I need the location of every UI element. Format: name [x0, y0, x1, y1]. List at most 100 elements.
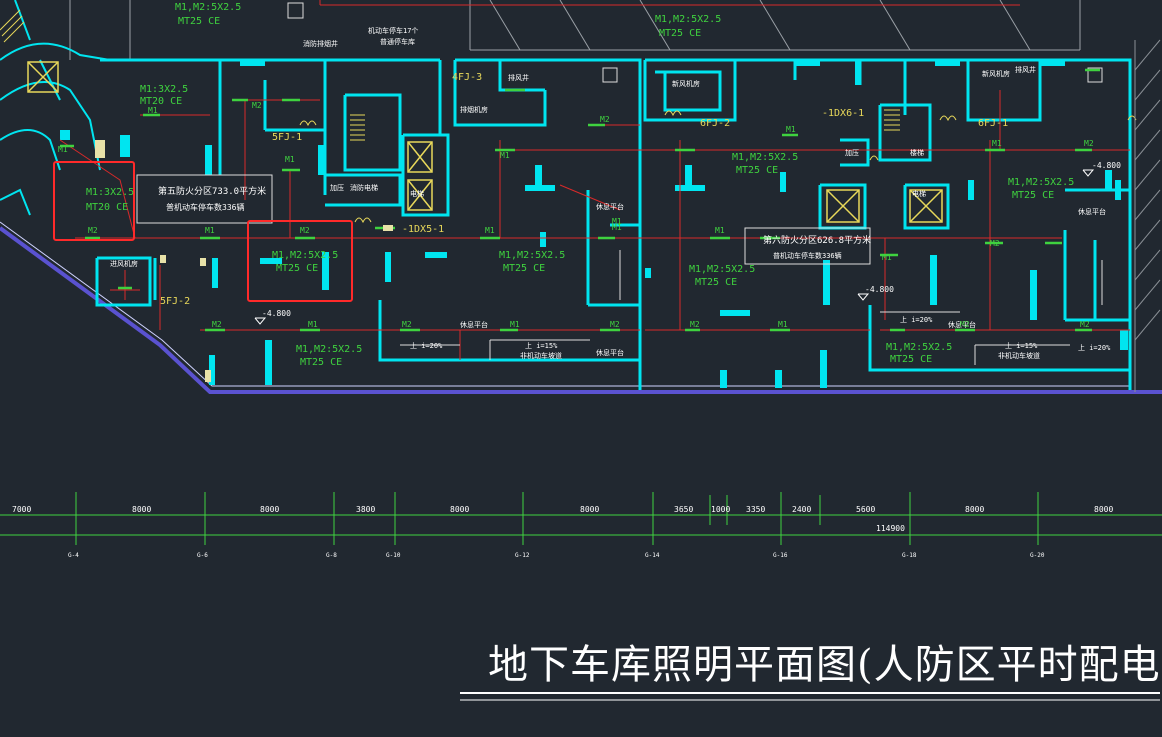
- circuit-tag-m1: M1: [285, 155, 295, 164]
- highlight-box-1: [53, 161, 135, 241]
- info-box-zone6-line2: 普机动车停车数336辆: [773, 251, 842, 260]
- room-label: 上 i=15%: [525, 341, 558, 350]
- light-fixtures: [60, 68, 1100, 332]
- room-label: 非机动车坡道: [998, 351, 1040, 360]
- circuit-tag-m1: M1: [205, 226, 215, 235]
- circuit-tags: M1 M2 M1 M1 M2 M1 M2 M1 M1 M1 M2 M2 M1 M…: [58, 101, 1094, 329]
- dimension-label: 8000: [132, 505, 151, 514]
- room-label: 电梯: [912, 189, 926, 198]
- room-label: 非机动车坡道: [520, 351, 562, 360]
- room-label: 楼梯: [910, 148, 924, 157]
- dimension-label: 8000: [450, 505, 469, 514]
- yellow-fixture-small: [383, 225, 393, 231]
- dimension-label: 3650: [674, 505, 693, 514]
- circuit-tag-m1: M1: [992, 139, 1002, 148]
- cable-label: M1,M2:5X2.5: [689, 264, 755, 275]
- axis-label: G-4: [68, 552, 79, 559]
- highlight-box-2: [247, 220, 353, 302]
- room-label: 排烟机房: [460, 105, 488, 114]
- circuit-tag-m2: M2: [690, 320, 700, 329]
- axis-label: G-10: [386, 552, 401, 559]
- circuit-tag-m2: M2: [212, 320, 222, 329]
- dimension-label: 8000: [1094, 505, 1113, 514]
- cable-label: M1,M2:5X2.5: [272, 250, 338, 261]
- room-label: 排风井: [508, 73, 529, 82]
- room-label: 排风井: [1015, 65, 1036, 74]
- circuit-tag-m1: M1: [148, 106, 158, 115]
- circuit-tag-m2: M2: [960, 320, 970, 329]
- boundary-inner-line: [0, 221, 1130, 387]
- equipment-label: 5FJ-2: [160, 296, 190, 307]
- circuit-tag-m2: M2: [1084, 139, 1094, 148]
- circuit-tag-m2: M2: [600, 115, 610, 124]
- axis-labels: G-4 G-6 G-8 G-10 G-12 G-14 G-16 G-18 G-2…: [68, 552, 1045, 559]
- circuit-tag-m1: M1: [612, 223, 622, 232]
- elevator-symbols: [27, 61, 943, 223]
- room-label: 上 i=15%: [1005, 341, 1038, 350]
- room-label: 上 i=20%: [410, 341, 443, 350]
- room-label: 休息平台: [1078, 207, 1106, 216]
- dimension-label: 3800: [356, 505, 375, 514]
- dimension-label: 1000: [711, 505, 730, 514]
- room-label: 新风机房: [672, 79, 700, 88]
- elevation-label: -4.800: [1092, 161, 1121, 170]
- info-box-zone6-line1: 第六防火分区626.8平方米: [763, 234, 871, 246]
- room-label: 休息平台: [948, 320, 976, 329]
- equipment-labels: 4FJ-3 5FJ-1 5FJ-2 6FJ-2 6FJ-1 -1DX5-1 -1…: [160, 72, 1008, 307]
- circuit-tag-m1: M1: [58, 145, 68, 154]
- top-structure: [69, 0, 1103, 83]
- elevation-triangles: [254, 169, 1095, 325]
- ramp-dividers: [400, 250, 1103, 365]
- elevation-label: -4.800: [865, 285, 894, 294]
- cable-label: MT25 CE: [659, 28, 701, 39]
- room-labels: 排烟机房 进风机房 新风机房 排风井 新风机房 排风井 加压 消防电梯 电梯 电…: [110, 65, 1111, 360]
- circuit-tag-m2: M2: [252, 101, 262, 110]
- circuit-tag-m1: M1: [882, 253, 892, 262]
- cable-label: MT25 CE: [178, 16, 220, 27]
- room-label: 进风机房: [110, 259, 138, 268]
- axis-label: G-6: [197, 552, 208, 559]
- equipment-label: -1DX6-1: [822, 108, 864, 119]
- equipment-label: -1DX5-1: [402, 224, 444, 235]
- axis-label: G-20: [1030, 552, 1045, 559]
- room-label: 加压: [845, 148, 859, 157]
- hatched-wall: [1134, 39, 1161, 392]
- circuit-tag-m1: M1: [612, 217, 622, 226]
- equipment-label: 6FJ-2: [700, 118, 730, 129]
- top-red-lines: [319, 0, 1020, 6]
- drawing-title: 地下车库照明平面图(人防区平时配电): [488, 642, 1162, 688]
- circuit-tag-m1: M1: [308, 320, 318, 329]
- cable-label: MT25 CE: [1012, 190, 1054, 201]
- axis-label: G-14: [645, 552, 660, 559]
- room-label: 休息平台: [460, 320, 488, 329]
- title-underline: [460, 692, 1160, 701]
- dimension-texts: 7000 8000 8000 3800 8000 8000 3650 1000 …: [12, 505, 1113, 533]
- circuit-tag-m2: M2: [300, 226, 310, 235]
- info-box-zone5-line2: 普机动车停车数336辆: [166, 202, 244, 212]
- columns: [60, 60, 1128, 388]
- room-label: 休息平台: [596, 202, 624, 211]
- dimension-label: 8000: [580, 505, 599, 514]
- cable-label: M1,M2:5X2.5: [1008, 177, 1074, 188]
- equipment-label: 6FJ-1: [978, 118, 1008, 129]
- room-label: 电梯: [410, 189, 424, 198]
- equipment-label: 5FJ-1: [272, 132, 302, 143]
- cable-label: M1:3X2.5: [140, 84, 188, 95]
- cable-label: M1,M2:5X2.5: [499, 250, 565, 261]
- circuit-tag-m1: M1: [786, 125, 796, 134]
- circuit-tag-m1: M1: [485, 226, 495, 235]
- dimension-total: 114900: [876, 524, 905, 533]
- beige-columns: [95, 140, 211, 382]
- dimension-label: 2400: [792, 505, 811, 514]
- equipment-label: 4FJ-3: [452, 72, 482, 83]
- circuit-tag-m2: M2: [990, 239, 1000, 248]
- circuit-tag-m2: M2: [610, 320, 620, 329]
- dimension-label: 8000: [260, 505, 279, 514]
- label-fan-room: 消防排烟井: [303, 39, 338, 48]
- circuit-tag-m1: M1: [510, 320, 520, 329]
- highlight-boxes: [53, 161, 353, 302]
- circuit-tag-m2: M2: [402, 320, 412, 329]
- room-label: 新风机房: [982, 69, 1010, 78]
- cable-label: MT25 CE: [300, 357, 342, 368]
